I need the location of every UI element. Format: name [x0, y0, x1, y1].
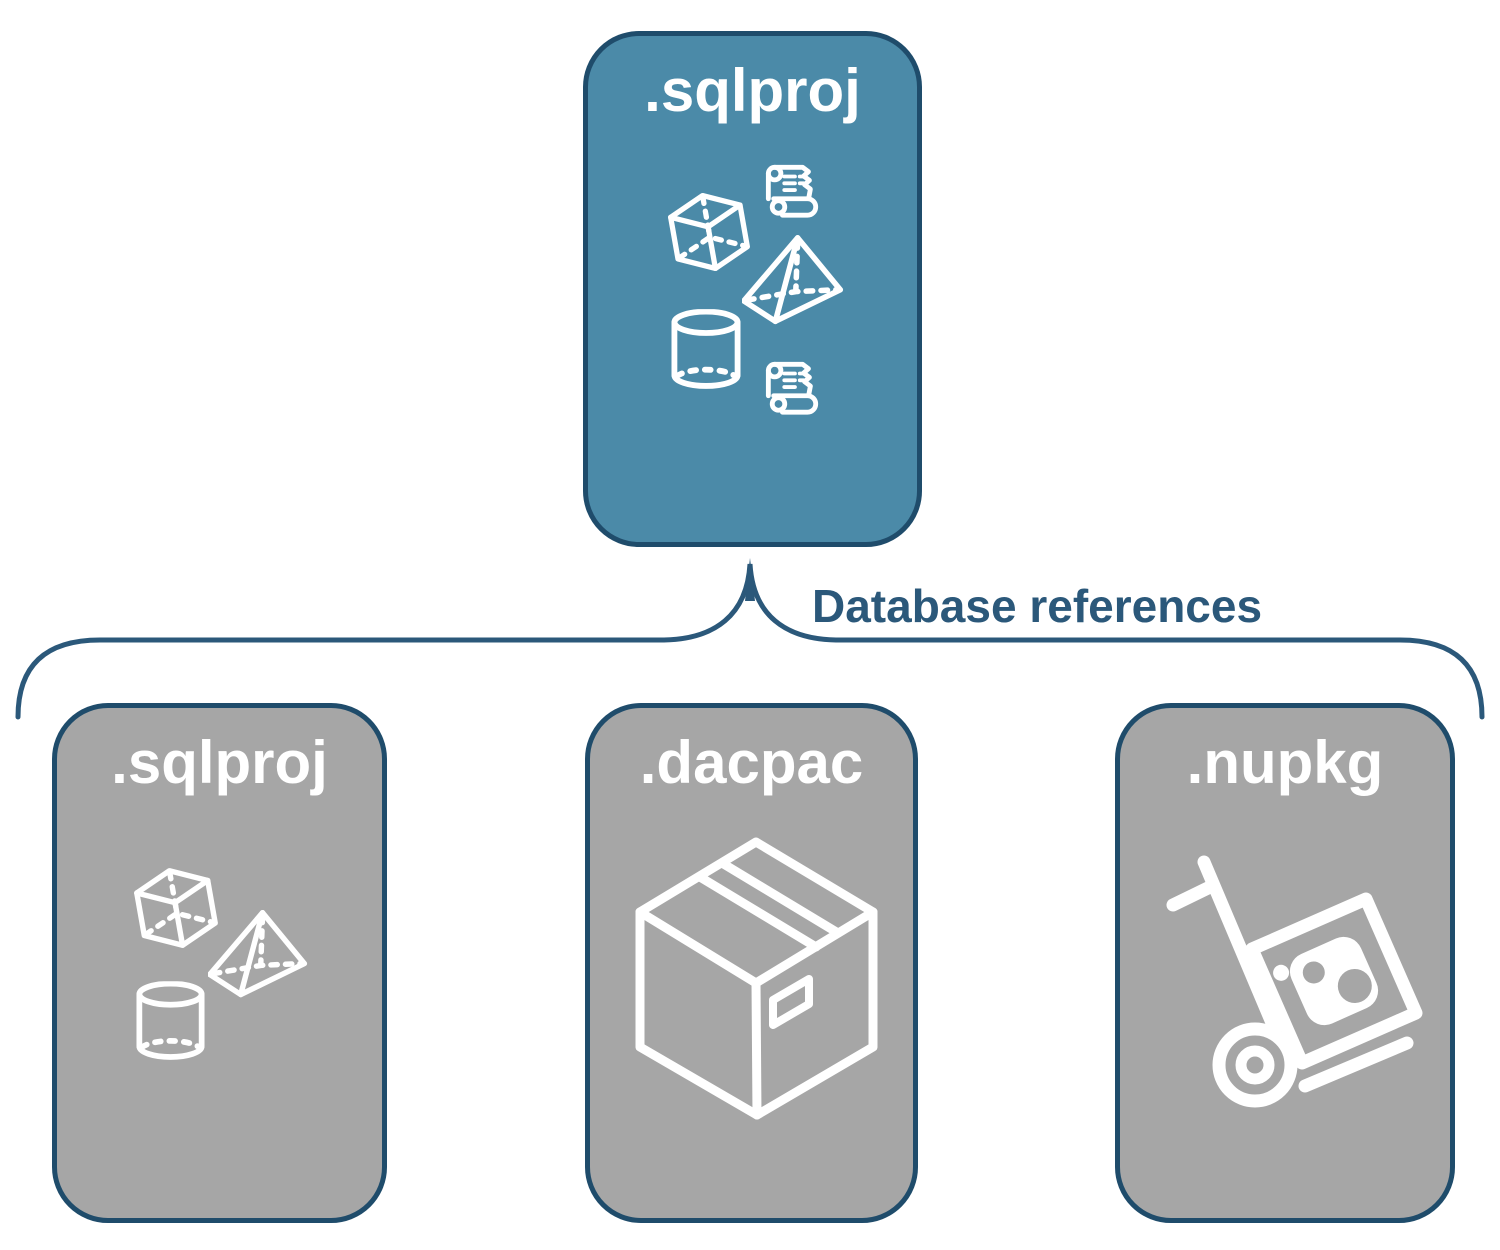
- nuget-hand-truck-icon: [1166, 855, 1423, 1108]
- pyramid-icon: [208, 909, 308, 1000]
- package-box-icon: [635, 837, 878, 1120]
- scroll-icon: [764, 162, 822, 220]
- node-child-sqlproj: .sqlproj: [52, 703, 387, 1223]
- cube-icon: [665, 188, 753, 276]
- node-root-sqlproj: .sqlproj: [583, 31, 922, 547]
- root-node-label: .sqlproj: [644, 57, 861, 124]
- child-node-label: .dacpac: [639, 729, 864, 796]
- cylinder-icon: [136, 981, 205, 1062]
- cylinder-icon: [671, 309, 741, 391]
- child-node-label: .sqlproj: [111, 729, 328, 796]
- node-child-dacpac: .dacpac: [585, 703, 918, 1223]
- connector-label: Database references: [812, 580, 1263, 632]
- brace-stem-tip: [745, 558, 755, 601]
- child-node-label: .nupkg: [1186, 729, 1384, 796]
- node-child-nupkg: .nupkg: [1115, 703, 1455, 1223]
- scroll-icon: [764, 359, 822, 417]
- pyramid-icon: [742, 234, 844, 327]
